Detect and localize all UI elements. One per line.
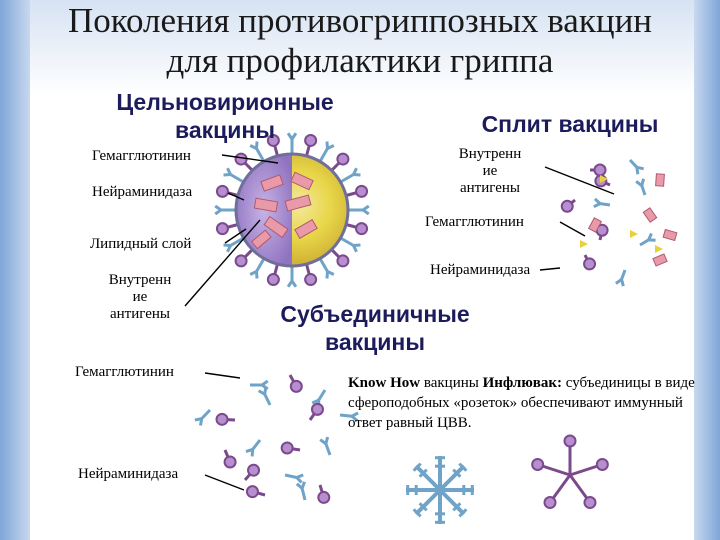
desc-knowhow: Know How: [348, 375, 421, 391]
label-hemagglutinin-split: Гемагглютинин: [425, 214, 524, 230]
label-hemagglutinin-subunit: Гемагглютинин: [75, 364, 174, 380]
split-internal-antigens-line2: ие: [482, 163, 498, 179]
subunit-proteins: [194, 374, 359, 504]
split-internal-antigens-line1: Внутренн: [458, 146, 522, 162]
slide-title-line2: для профилактики гриппа: [166, 41, 554, 80]
desc-text1: вакцины: [420, 375, 483, 391]
split-heading: Сплит вакцины: [481, 111, 659, 137]
split-vaccine-fragments: [560, 158, 678, 287]
whole-virion-particle: [214, 132, 370, 288]
label-internal-antigens-whole: Внутренн ие антигены: [95, 272, 185, 323]
whole-virion-heading-line2: вакцины: [175, 117, 275, 143]
split-internal-antigens-line3: антигены: [460, 180, 520, 196]
whole-virion-heading-line1: Цельновирионные: [116, 89, 334, 115]
label-lipid-layer: Липидный слой: [90, 236, 192, 252]
header-gradient: [0, 0, 720, 95]
subunit-heading-line2: вакцины: [325, 329, 425, 355]
slide-title-line1: Поколения противогриппозных вакцин: [67, 1, 653, 40]
rosette-purple: [531, 434, 609, 510]
label-neuraminidase-subunit: Нейраминидаза: [78, 466, 179, 482]
label-internal-antigens-split: Внутренн ие антигены: [440, 146, 540, 197]
whole-virion-heading: Цельновирионные вакцины: [70, 88, 380, 144]
label-neuraminidase-whole: Нейраминидаза: [92, 184, 193, 200]
rosette-blue: [406, 456, 474, 524]
label-pointers: [184, 154, 615, 491]
subunit-heading-line1: Субъединичные: [280, 301, 470, 327]
internal-antigens-line3: антигены: [110, 306, 170, 322]
right-border-gradient: [694, 0, 720, 540]
internal-antigens-line1: Внутренн: [108, 272, 172, 288]
label-hemagglutinin-whole: Гемагглютинин: [92, 148, 191, 164]
label-neuraminidase-split: Нейраминидаза: [430, 262, 531, 278]
desc-brand: Инфлювак:: [482, 375, 563, 391]
subunit-description: Know How вакцины Инфлювак: субъединицы в…: [348, 373, 708, 433]
internal-antigens-line2: ие: [132, 289, 148, 305]
left-border-gradient: [0, 0, 30, 540]
subunit-heading: Субъединичные вакцины: [220, 300, 530, 356]
desc-text2: субъединицы в виде сфероподобных «розето…: [348, 375, 695, 431]
